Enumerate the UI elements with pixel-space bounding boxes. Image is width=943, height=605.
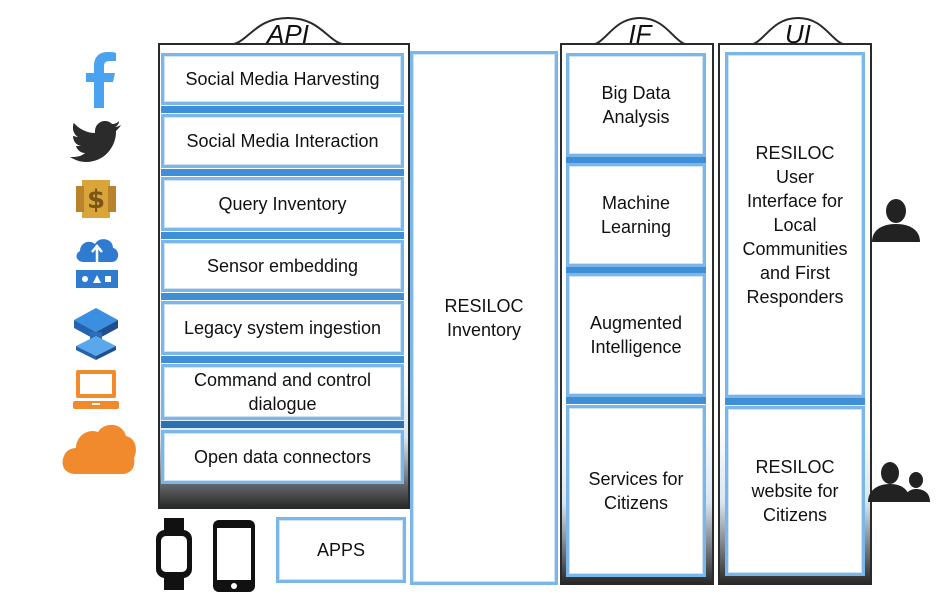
divider bbox=[161, 293, 404, 300]
smartwatch-icon bbox=[154, 518, 194, 590]
if-item-services-for-citizens: Services for Citizens bbox=[566, 405, 706, 577]
if-column-title: IF bbox=[628, 19, 652, 49]
api-item-label: Open data connectors bbox=[193, 447, 372, 467]
facebook-icon bbox=[72, 52, 120, 108]
ui-item-label: RESILOC website for Citizens bbox=[751, 457, 839, 525]
divider bbox=[161, 232, 404, 239]
inventory-label: RESILOC Inventory bbox=[444, 296, 524, 340]
api-item-social-media-interaction: Social Media Interaction bbox=[161, 114, 404, 168]
divider bbox=[566, 397, 706, 404]
api-item-label: Legacy system ingestion bbox=[183, 318, 382, 338]
if-item-machine-learning: Machine Learning bbox=[566, 163, 706, 267]
if-item-big-data-analysis: Big Data Analysis bbox=[566, 53, 706, 157]
cloud-upload-router-icon bbox=[72, 232, 122, 292]
ui-item-website-for-citizens: RESILOC website for Citizens bbox=[725, 406, 865, 576]
resiloc-inventory: RESILOC Inventory bbox=[410, 51, 558, 585]
api-item-label: Command and control dialogue bbox=[193, 370, 372, 414]
if-item-label: Big Data Analysis bbox=[601, 83, 671, 127]
api-item-social-media-harvesting: Social Media Harvesting bbox=[161, 53, 404, 105]
divider bbox=[161, 356, 404, 363]
if-column-tab: IF bbox=[590, 14, 690, 49]
apps-label: APPS bbox=[316, 540, 366, 560]
api-item-query-inventory: Query Inventory bbox=[161, 177, 404, 231]
api-item-label: Social Media Harvesting bbox=[185, 69, 380, 89]
api-item-label: Query Inventory bbox=[218, 194, 347, 214]
api-column-tab: API bbox=[228, 14, 348, 49]
single-user-icon bbox=[870, 198, 922, 242]
svg-text:$: $ bbox=[87, 185, 105, 215]
divider bbox=[161, 169, 404, 176]
divider bbox=[566, 267, 706, 274]
aws-stack-icon bbox=[72, 306, 120, 360]
user-group-icon bbox=[866, 462, 932, 502]
api-item-open-data-connectors: Open data connectors bbox=[161, 430, 404, 484]
if-item-augmented-intelligence: Augmented Intelligence bbox=[566, 273, 706, 397]
cloud-icon bbox=[60, 420, 138, 476]
api-item-command-and-control-dialogue: Command and control dialogue bbox=[161, 364, 404, 420]
api-item-label: Sensor embedding bbox=[206, 256, 359, 276]
apps-box: APPS bbox=[276, 517, 406, 583]
divider bbox=[566, 157, 706, 164]
divider bbox=[725, 398, 865, 405]
aws-api-gateway-icon: $ bbox=[74, 176, 118, 222]
ui-item-label: RESILOC User Interface for Local Communi… bbox=[742, 143, 848, 307]
api-item-sensor-embedding: Sensor embedding bbox=[161, 240, 404, 292]
ui-item-user-interface: RESILOC User Interface for Local Communi… bbox=[725, 52, 865, 398]
smartphone-icon bbox=[212, 520, 256, 592]
divider bbox=[161, 421, 404, 428]
laptop-icon bbox=[72, 368, 120, 416]
if-item-label: Machine Learning bbox=[600, 193, 672, 237]
if-item-label: Augmented Intelligence bbox=[589, 313, 683, 357]
ui-column-tab: UI bbox=[748, 14, 848, 49]
twitter-icon bbox=[70, 120, 122, 164]
divider bbox=[161, 106, 404, 113]
api-item-label: Social Media Interaction bbox=[186, 131, 379, 151]
if-item-label: Services for Citizens bbox=[588, 469, 684, 513]
api-item-legacy-system-ingestion: Legacy system ingestion bbox=[161, 301, 404, 355]
